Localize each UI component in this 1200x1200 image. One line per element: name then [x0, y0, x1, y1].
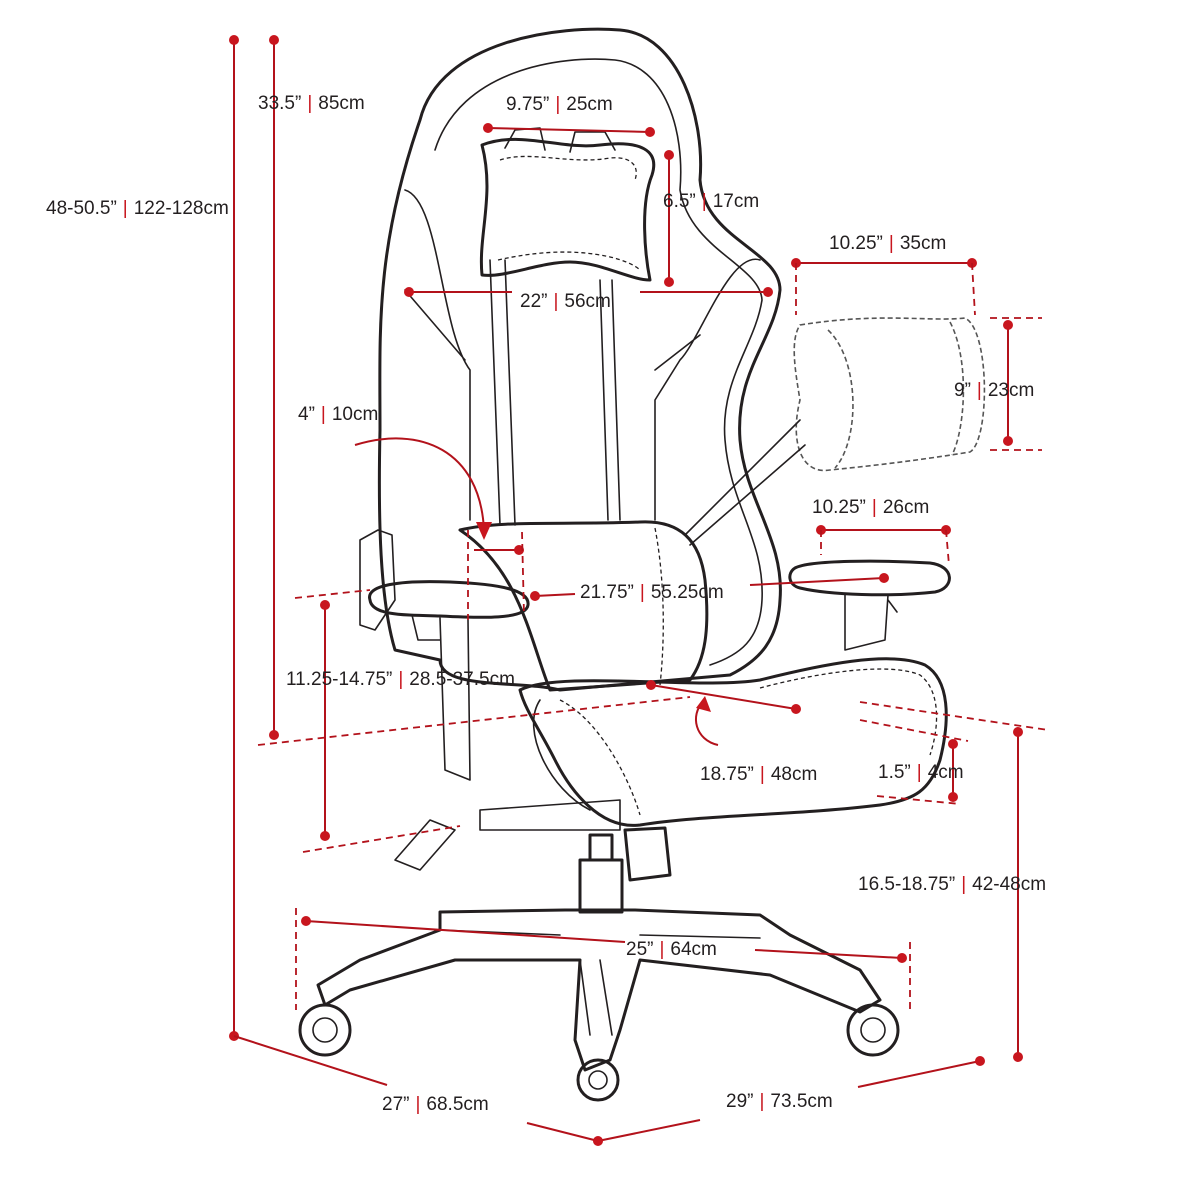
dimension-metric: 25cm [566, 94, 612, 115]
dimension-label-armrest-pad-width: 4” | 10cm [298, 404, 378, 425]
dimension-metric: 68.5cm [426, 1094, 488, 1115]
dimension-metric: 64cm [670, 939, 716, 960]
dimension-metric: 4cm [928, 762, 964, 783]
dimension-labels: 48-50.5” | 122-128cm 33.5” | 85cm 9.75” | 25cm 6.… [46, 93, 1046, 1115]
chair-base [316, 908, 882, 1072]
dimension-label-lumbar-width: 10.25” | 35cm [829, 233, 946, 254]
dimension-imperial: 9” [954, 380, 971, 401]
dimension-imperial: 9.75” [506, 94, 549, 115]
seat-mechanism [394, 799, 621, 871]
dimension-separator: | [321, 404, 326, 425]
lumbar-pillow-stitch [827, 321, 965, 469]
dimension-label-overall-width: 29” | 73.5cm [726, 1091, 833, 1112]
dimension-separator: | [398, 669, 403, 690]
dimension-separator: | [961, 874, 966, 895]
dimension-imperial: 11.25-14.75” [286, 669, 392, 690]
backrest-side-wing-right [654, 258, 761, 521]
dimension-separator: | [702, 191, 707, 212]
dimension-imperial: 10.25” [812, 497, 866, 518]
dimension-label-total-height: 48-50.5” | 122-128cm [46, 198, 229, 219]
dimension-imperial: 25” [626, 939, 653, 960]
dimension-label-seat-depth: 18.75” | 48cm [700, 764, 817, 785]
dimension-label-base-diameter: 25” | 64cm [626, 939, 717, 960]
backrest-center-stripes [489, 259, 621, 526]
dimension-separator: | [640, 582, 645, 603]
dimension-separator: | [760, 764, 765, 785]
dimension-metric: 17cm [713, 191, 759, 212]
seat-cushion [518, 657, 948, 827]
dimension-imperial: 33.5” [258, 93, 301, 114]
dimension-separator: | [307, 93, 312, 114]
lumbar-stitching [654, 527, 664, 686]
dimension-label-between-armrests: 21.75” | 55.25cm [580, 582, 724, 603]
dimension-label-overall-depth: 27” | 68.5cm [382, 1094, 489, 1115]
dimension-label-armrest-length: 10.25” | 26cm [812, 497, 929, 518]
armrest-right-post [844, 594, 898, 651]
headrest-stitching [497, 155, 641, 271]
tilt-knob [623, 826, 672, 882]
seat-bolster-front [532, 699, 591, 811]
dimension-imperial: 10.25” [829, 233, 883, 254]
dimension-metric: 35cm [900, 233, 946, 254]
dimension-imperial: 22” [520, 291, 547, 312]
caster-wheels [298, 1003, 900, 1102]
dimension-imperial: 1.5” [878, 762, 911, 783]
dimension-label-lumbar-height: 9” | 23cm [954, 380, 1034, 401]
dimension-metric: 42-48cm [972, 874, 1046, 895]
gas-cylinder [578, 833, 624, 914]
dimension-label-seat-thickness: 1.5” | 4cm [878, 762, 964, 783]
dimension-metric: 122-128cm [134, 198, 229, 219]
dimension-separator: | [889, 233, 894, 254]
dimension-imperial: 4” [298, 404, 315, 425]
dimension-label-seat-height: 16.5-18.75” | 42-48cm [858, 874, 1046, 895]
dimension-label-armrest-height: 11.25-14.75” | 28.5-37.5cm [286, 669, 515, 690]
dimension-metric: 23cm [988, 380, 1034, 401]
dimension-separator: | [415, 1094, 420, 1115]
dimension-separator: | [872, 497, 877, 518]
dimension-label-headrest-height: 6.5” | 17cm [663, 191, 759, 212]
dimension-metric: 56cm [564, 291, 610, 312]
dimension-metric: 73.5cm [770, 1091, 832, 1112]
armrest-left-pad [368, 580, 530, 619]
headrest-strap-right [569, 131, 616, 153]
dimension-metric: 26cm [883, 497, 929, 518]
dimension-separator: | [123, 198, 128, 219]
dimension-separator: | [553, 291, 558, 312]
dimension-metric: 28.5-37.5cm [409, 669, 515, 690]
dimension-label-headrest-width: 9.75” | 25cm [506, 94, 613, 115]
dimension-metric: 48cm [771, 764, 817, 785]
backrest-outline [377, 27, 782, 692]
dimension-imperial: 29” [726, 1091, 753, 1112]
dimension-label-back-height: 33.5” | 85cm [258, 93, 365, 114]
backrest-side-wing-left [404, 189, 471, 521]
dimension-imperial: 48-50.5” [46, 198, 117, 219]
dimension-separator: | [659, 939, 664, 960]
lumbar-pillow-pointer [684, 419, 806, 546]
dimension-imperial: 16.5-18.75” [858, 874, 955, 895]
headrest-pillow [479, 137, 656, 282]
dimension-metric: 55.25cm [651, 582, 724, 603]
seat-stitching [559, 668, 938, 816]
lumbar-pillow-detail [793, 317, 986, 472]
chair-base-ridges [439, 929, 761, 1036]
dimension-label-back-width: 22” | 56cm [520, 291, 611, 312]
armrest-left-bracket [359, 529, 441, 641]
armrest-left-post [439, 617, 471, 781]
dimension-lines [229, 35, 1049, 1146]
dimension-metric: 85cm [318, 93, 364, 114]
backrest-inner-rim [434, 58, 763, 666]
dimension-imperial: 27” [382, 1094, 409, 1115]
dimension-metric: 10cm [332, 404, 378, 425]
dimension-imperial: 6.5” [663, 191, 696, 212]
dimension-imperial: 18.75” [700, 764, 754, 785]
dimension-separator: | [977, 380, 982, 401]
dimension-imperial: 21.75” [580, 582, 634, 603]
dimension-separator: | [917, 762, 922, 783]
chair-illustration [298, 27, 986, 1102]
dimension-separator: | [555, 94, 560, 115]
armrest-right-pad [788, 559, 951, 597]
lumbar-cushion [458, 520, 709, 692]
dimension-separator: | [759, 1091, 764, 1112]
